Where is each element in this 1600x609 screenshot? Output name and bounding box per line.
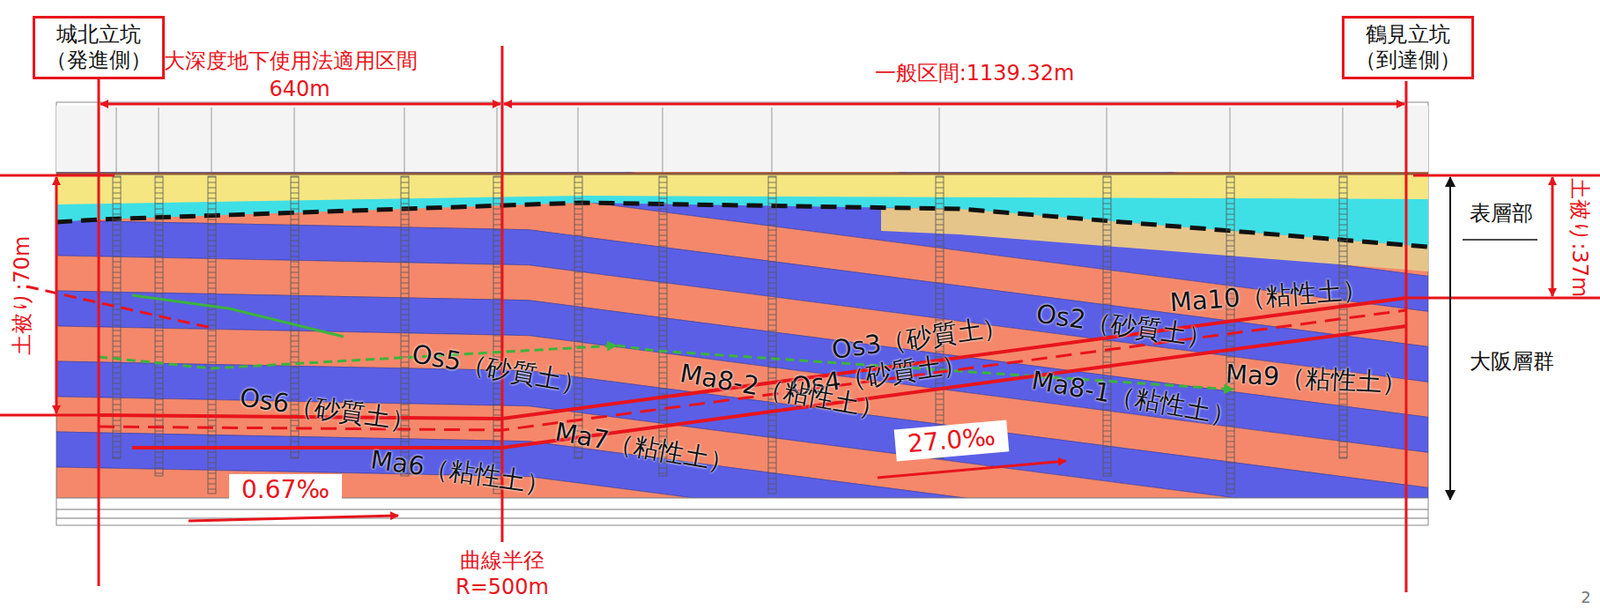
surface-boundary xyxy=(56,202,1429,247)
strata-arrow xyxy=(1449,177,1452,500)
header-tick xyxy=(116,107,118,172)
shaft-line xyxy=(1405,81,1408,593)
depth-arrow xyxy=(1551,177,1555,297)
header-tick xyxy=(211,107,213,172)
depth-line xyxy=(0,174,115,178)
header-tick xyxy=(771,107,773,172)
gradient-arrow xyxy=(877,460,1067,478)
gradient-value: 0.67‰ xyxy=(229,474,342,506)
shaft-line xyxy=(97,52,101,586)
header-tick xyxy=(662,107,664,172)
strata-name: 表層部 xyxy=(1469,201,1534,227)
header-tick xyxy=(158,107,160,172)
borehole xyxy=(574,176,583,459)
dimension: 640m xyxy=(268,77,330,103)
header-tick xyxy=(939,107,941,172)
soil-layers xyxy=(56,171,1429,498)
header-tick xyxy=(1229,107,1231,172)
header-tick xyxy=(1106,107,1108,172)
page-number: 2 xyxy=(1580,587,1591,607)
header-tick xyxy=(1342,107,1344,172)
shaft-name: 鶴見立坑 （到達側） xyxy=(1351,22,1465,74)
header-tick xyxy=(496,107,498,172)
soil-band xyxy=(56,466,1429,498)
shaft-box: 鶴見立坑 （到達側） xyxy=(1341,15,1475,80)
shaft-name: 城北立坑 （発進側） xyxy=(42,22,156,74)
header-tick xyxy=(404,107,406,172)
borehole xyxy=(935,176,944,459)
strata-name: 大阪層群 xyxy=(1469,349,1555,375)
shaft-box: 城北立坑 （発進側） xyxy=(32,15,165,80)
soil-band xyxy=(56,431,1429,498)
gradient-arrow xyxy=(188,515,399,521)
borehole xyxy=(768,176,777,494)
dimension-arrow xyxy=(503,103,1405,106)
surface-layers xyxy=(56,173,1429,272)
borehole xyxy=(155,176,163,476)
borehole-columns xyxy=(112,107,1348,494)
header-tick xyxy=(577,107,579,172)
tunnel-line xyxy=(132,325,1407,448)
dimension: 一般区間:1139.32m xyxy=(874,61,1075,87)
cover-depth: 土被り:70m xyxy=(10,235,36,355)
section-title: 大深度地下使用法適用区間 xyxy=(163,49,418,75)
red-dashed xyxy=(26,286,212,328)
depth-line xyxy=(1413,174,1600,178)
cover-depth: 土被り:37m xyxy=(1566,177,1592,297)
curve-label: 曲線半径 xyxy=(459,548,545,574)
depth-line xyxy=(0,414,115,417)
depth-arrow xyxy=(55,177,59,414)
strata-divider xyxy=(1462,238,1538,241)
header-strip xyxy=(56,105,1429,172)
dimension-arrow xyxy=(100,103,501,106)
header-tick xyxy=(294,107,296,172)
borehole xyxy=(659,176,667,476)
curve-label: R=500m xyxy=(455,575,549,600)
borehole xyxy=(1339,176,1348,459)
